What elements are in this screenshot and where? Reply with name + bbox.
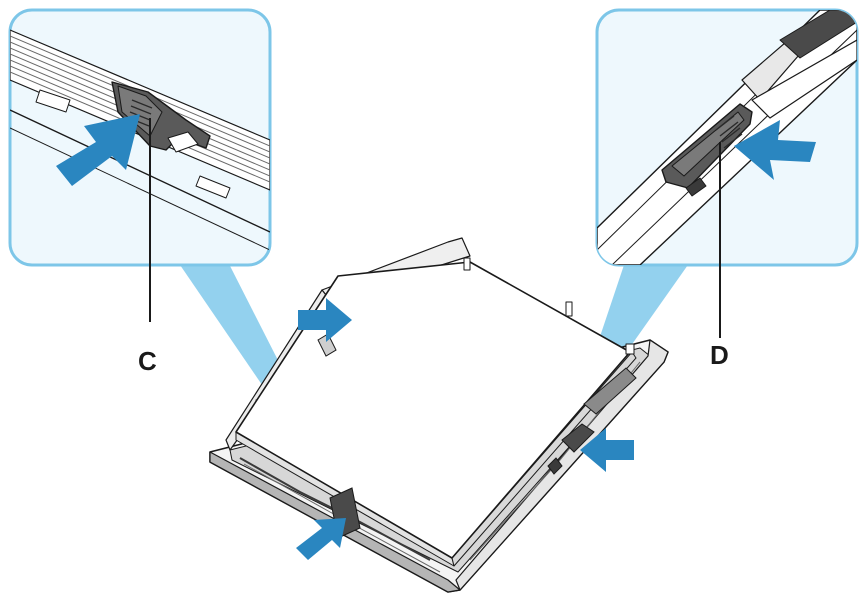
- guide-grip-icon: [128, 99, 153, 127]
- push-arrow-icon: [298, 298, 352, 342]
- right-paper-guide[interactable]: [547, 367, 637, 475]
- callout-right: [595, 8, 859, 338]
- guide-grip-icon: [715, 115, 743, 149]
- label-guide-d: D: [710, 340, 729, 370]
- push-arrow-icon: [296, 518, 346, 560]
- push-arrow-icon: [580, 428, 634, 472]
- callout-left: [8, 8, 272, 322]
- cassette-right-wall: [455, 339, 669, 591]
- paper-top-sheet: [235, 261, 631, 559]
- guide-d-closeup: [661, 103, 753, 197]
- label-guide-c: C: [138, 346, 157, 376]
- push-arrow-icon: [56, 114, 140, 186]
- push-arrow-icon: [734, 120, 816, 180]
- paper-stack: [235, 257, 637, 567]
